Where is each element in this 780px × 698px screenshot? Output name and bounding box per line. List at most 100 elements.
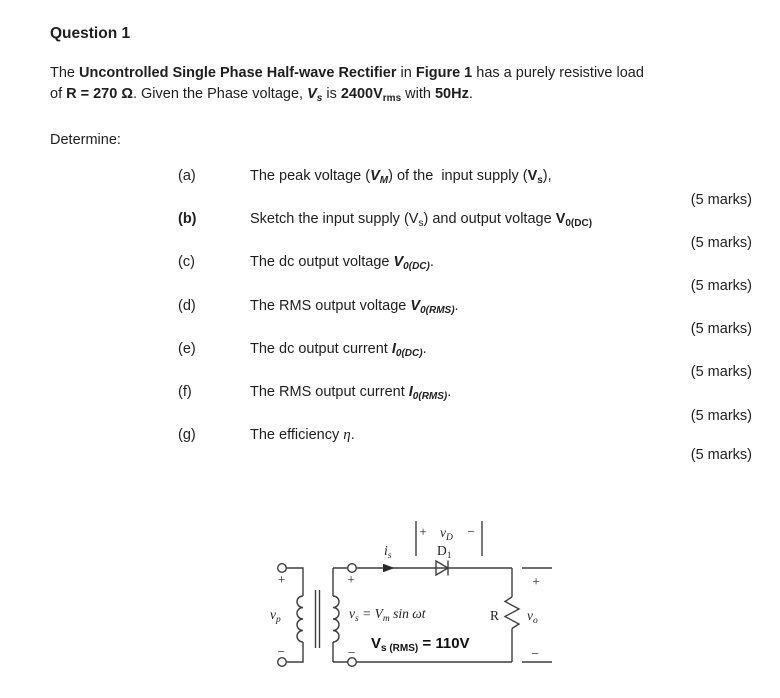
- item-label: (g): [178, 427, 196, 444]
- vs-equation: vs = Vm sin ωt: [349, 606, 427, 624]
- text-run: 50Hz: [434, 86, 469, 102]
- vd-measure-bars: [415, 521, 483, 557]
- text-run: ) of the input supply (: [388, 168, 528, 184]
- marks-label: (5 marks): [690, 234, 752, 251]
- item-text: The efficiency η.: [250, 426, 755, 446]
- subscript: s: [355, 614, 359, 624]
- text-run: The dc output voltage: [250, 254, 394, 271]
- subscript: 1: [447, 551, 452, 561]
- polarity-plus: +: [347, 572, 355, 587]
- text-run: of: [50, 86, 67, 102]
- text-run: .: [422, 340, 427, 357]
- text-run: in: [396, 65, 416, 81]
- terminal-circle: [347, 563, 358, 574]
- list-item-d: (d) The RMS output voltage V0(RMS).: [50, 297, 755, 321]
- text-run: The RMS output voltage: [250, 297, 411, 314]
- text-run: .: [350, 427, 355, 444]
- math-sym: v: [270, 607, 276, 622]
- text-run: Figure 1: [415, 65, 473, 81]
- text-run: is: [322, 86, 341, 102]
- subscript: D: [445, 533, 453, 543]
- vd-label: vD: [440, 525, 453, 543]
- text-run: Uncontrolled Single Phase Half-wave Rect…: [79, 65, 397, 81]
- marks: (5 marks): [50, 446, 755, 466]
- subscript: s: [537, 175, 543, 186]
- marks: (5 marks): [50, 320, 755, 340]
- subscript: rms: [382, 93, 402, 104]
- polarity-minus: −: [348, 645, 356, 660]
- marks-label: (5 marks): [690, 364, 752, 381]
- math-sym: i: [384, 543, 388, 558]
- item-label: (d): [178, 297, 196, 314]
- resistor: [503, 596, 521, 630]
- question-items: (a) The peak voltage (VM) of the input s…: [50, 167, 755, 465]
- polarity-plus: +: [278, 572, 286, 587]
- text-run: has a purely resistive load: [472, 65, 644, 81]
- secondary-coil: [332, 595, 340, 644]
- marks-label: (5 marks): [690, 446, 752, 463]
- math-sym: = 110V: [418, 635, 469, 652]
- vp-label: vp: [270, 607, 281, 625]
- math-sym: I: [391, 340, 396, 357]
- item-label: (b): [178, 211, 197, 228]
- circuit-wires: [286, 521, 552, 664]
- primary-coil: [296, 595, 304, 644]
- math-sym: η: [343, 427, 351, 444]
- polarity-minus: −: [467, 524, 475, 539]
- subscript: M: [379, 175, 389, 186]
- circuit-diagram: + − vp + − is + vD − D1 vs = Vm sin ωt V…: [270, 521, 552, 668]
- subscript: 0(RMS): [420, 304, 455, 316]
- item-text: Sketch the input supply (Vs) and output …: [250, 210, 755, 234]
- text-run: R = 270 Ω: [66, 86, 133, 102]
- terminal-circle: [347, 657, 358, 668]
- marks-label: (5 marks): [690, 321, 752, 338]
- terminal-circle: [277, 657, 288, 668]
- diode-icon: [435, 560, 450, 577]
- subscript: 0(RMS): [412, 390, 448, 402]
- figure-1: + − vp + − is + vD − D1 vs = Vm sin ωt V…: [50, 508, 755, 698]
- item-text: The dc output current I0(DC).: [250, 340, 755, 364]
- wire: [286, 567, 304, 597]
- item-text: The dc output voltage V0(DC).: [250, 253, 755, 277]
- marks: (5 marks): [50, 277, 755, 297]
- marks-label: (5 marks): [690, 277, 752, 294]
- wire: [286, 642, 304, 664]
- text-run: .: [429, 254, 434, 271]
- math-sym: v: [440, 525, 446, 540]
- list-item-a: (a) The peak voltage (VM) of the input s…: [50, 167, 755, 191]
- subscript: s (RMS): [381, 643, 418, 654]
- math-sym: V: [370, 168, 380, 184]
- item-label: (f): [178, 383, 192, 400]
- text-run: . Given the Phase voltage,: [132, 86, 308, 102]
- subscript: p: [275, 615, 281, 625]
- text-run: The peak voltage (: [250, 168, 371, 184]
- text-run: .: [447, 383, 452, 400]
- marks-label: (5 marks): [690, 191, 752, 208]
- item-label: (c): [178, 254, 195, 271]
- marks: (5 marks): [50, 234, 755, 254]
- d1-label: D1: [437, 543, 452, 561]
- math-sym: v: [349, 606, 355, 621]
- terminal-circle: [277, 563, 288, 574]
- list-item-e: (e) The dc output current I0(DC).: [50, 340, 755, 364]
- math-sym: I: [408, 383, 413, 400]
- math-sym: V: [527, 168, 538, 184]
- list-item-f: (f) The RMS output current I0(RMS).: [50, 383, 755, 407]
- text-run: The: [50, 65, 80, 81]
- list-item-c: (c) The dc output voltage V0(DC).: [50, 253, 755, 277]
- marks: (5 marks): [50, 407, 755, 427]
- text-run: ) and output voltage: [423, 211, 556, 228]
- text-run: 2400V: [340, 86, 383, 102]
- text-run: ),: [542, 168, 552, 184]
- math-sym: V: [555, 211, 566, 228]
- text-run: The dc output current: [250, 340, 392, 357]
- vo-label: vo: [527, 608, 538, 626]
- item-text: The RMS output current I0(RMS).: [250, 383, 755, 407]
- subscript: o: [533, 616, 538, 626]
- text-run: Sketch the input supply (V: [250, 211, 419, 228]
- text-run: with: [401, 86, 435, 102]
- marks: (5 marks): [50, 363, 755, 383]
- subscript: m: [383, 614, 390, 624]
- vs-rms-value: Vs (RMS) = 110V: [371, 635, 470, 654]
